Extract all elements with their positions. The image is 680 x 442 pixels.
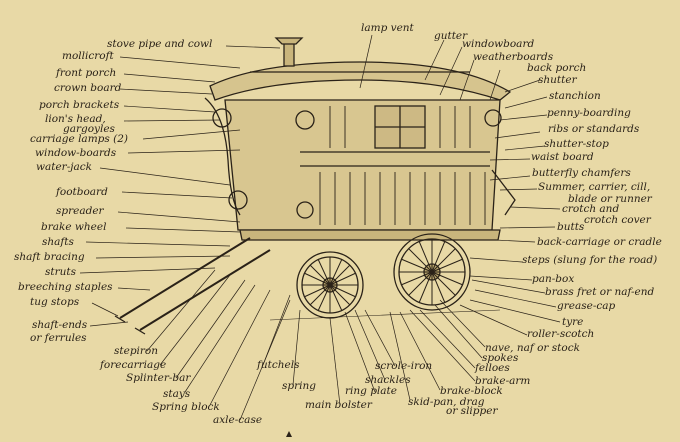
label-struts: struts [45, 266, 76, 278]
label-gutter: gutter [434, 30, 468, 42]
label-butts: butts [557, 221, 585, 233]
label-tug-stops: tug stops [30, 296, 80, 308]
label-front-porch: front porch [56, 67, 117, 79]
label-windowboard: windowboard [462, 38, 535, 50]
label-forecarriage: forecarriage [100, 359, 167, 371]
label-butterfly: butterfly chamfers [532, 167, 631, 179]
label-skid-pan: skid-pan, drag [408, 396, 485, 408]
label-roller-scotch: roller-scotch [527, 328, 595, 340]
label-penny-boarding: penny-boarding [547, 107, 631, 119]
label-spring-block: Spring block [152, 401, 220, 413]
label-spreader: spreader [56, 205, 104, 217]
label-shaft-ends: shaft-ends [32, 319, 88, 331]
label-gargoyles: gargoyles [63, 123, 115, 135]
label-brake-block: brake-block [440, 385, 503, 397]
label-splinter-bar: Splinter-bar [126, 372, 191, 384]
label-stepiron: stepiron [114, 345, 159, 357]
label-felloes: felloes [475, 362, 510, 374]
label-axle-case: axle-case [213, 414, 263, 426]
label-main-bolster: main bolster [305, 399, 372, 411]
label-futchels: futchels [257, 359, 300, 371]
label-tyre: tyre [562, 316, 584, 328]
label-blade: blade or runner [568, 193, 652, 205]
label-grease-cap: grease-cap [557, 300, 616, 312]
label-stove-pipe: stove pipe and cowl [107, 38, 213, 50]
label-window-boards: window-boards [35, 147, 117, 159]
label-shutter-stop: shutter-stop [544, 138, 609, 150]
label-lions-head: lion's head, [45, 113, 106, 125]
label-lamp-vent: lamp vent [361, 22, 414, 34]
label-shaft-bracing: shaft bracing [14, 251, 85, 263]
label-shackles: shackles [365, 374, 411, 386]
label-brake-arm: brake-arm [475, 375, 531, 387]
label-back-carriage: back-carriage or cradle [537, 236, 662, 248]
label-scrole-iron: scrole-iron [375, 360, 433, 372]
label-weatherboards: weatherboards [473, 51, 554, 63]
label-ribs: ribs or standards [548, 123, 640, 135]
label-brass-fret: brass fret or naf-end [545, 286, 655, 298]
label-footboard: footboard [56, 186, 108, 198]
label-water-jack: water-jack [36, 161, 93, 173]
label-crotch: crotch and [562, 203, 620, 215]
label-breeching-staples: breeching staples [18, 281, 113, 293]
label-nave: nave, naf or stock [485, 342, 580, 354]
label-crown-board: crown board [54, 82, 122, 94]
label-brake-wheel: brake wheel [41, 221, 107, 233]
label-porch-brackets: porch brackets [39, 99, 120, 111]
label-stanchion: stanchion [549, 90, 601, 102]
label-stays: stays [163, 388, 191, 400]
label-waist-board: waist board [531, 151, 594, 163]
label-carriage-lamps: carriage lamps (2) [30, 133, 128, 145]
label-shutter: shutter [538, 74, 577, 86]
label-or-ferrules: or ferrules [30, 332, 87, 344]
label-crotch-cover: crotch cover [584, 214, 651, 226]
label-mollicroft: mollicroft [62, 50, 114, 62]
label-ring-plate: ring plate [345, 385, 397, 397]
label-shafts: shafts [42, 236, 74, 248]
label-summer: Summer, carrier, cill, [538, 181, 651, 193]
label-or-slipper: or slipper [446, 405, 498, 417]
label-back-porch: back porch [527, 62, 587, 74]
label-spring: spring [282, 380, 316, 392]
label-pan-box: pan-box [532, 273, 575, 285]
label-spokes: spokes [482, 352, 519, 364]
label-steps: steps (slung for the road) [522, 254, 658, 266]
